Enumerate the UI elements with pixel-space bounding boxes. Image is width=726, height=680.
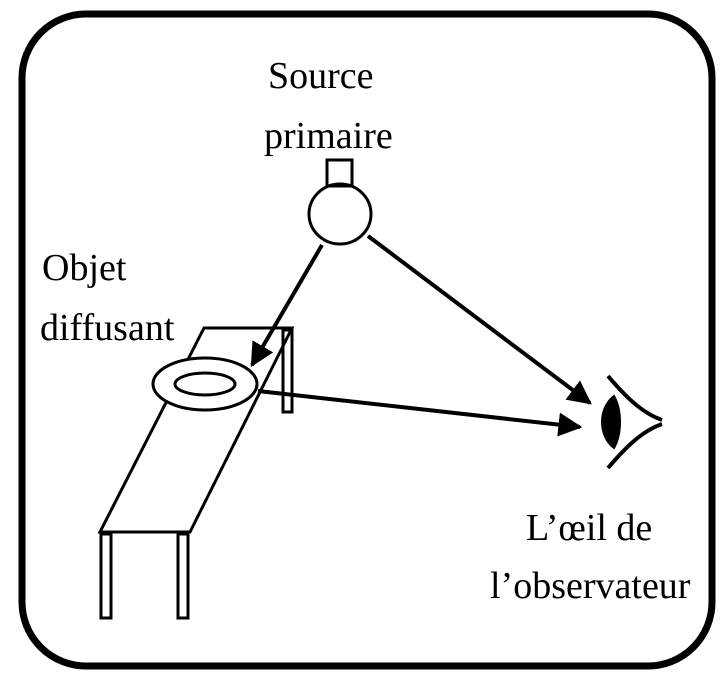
- bulb-socket: [325, 158, 354, 188]
- eye-icon: [601, 374, 663, 470]
- eye-pupil: [601, 394, 621, 450]
- table-leg-front-left: [99, 532, 113, 620]
- diagram-frame: [18, 10, 716, 670]
- label-oeil-line2: l’observateur: [490, 565, 691, 607]
- bulb-globe: [307, 182, 373, 246]
- table-leg-back-right: [281, 328, 294, 414]
- eye-upper-lid: [606, 374, 663, 422]
- ray-source-to-eye: [366, 234, 592, 405]
- label-oeil-line1: L’œil de: [526, 507, 652, 549]
- label-source-line2: primaire: [264, 115, 393, 157]
- table: [97, 326, 295, 620]
- light-bulb-icon: [307, 158, 373, 246]
- table-top: [97, 326, 295, 534]
- ray-source-to-object: [250, 243, 324, 368]
- ring-inner: [173, 371, 237, 397]
- table-leg-front-right: [176, 532, 190, 620]
- eye-lower-lid: [606, 422, 663, 470]
- ring-outer: [151, 356, 259, 412]
- label-objet-line1: Objet: [42, 247, 127, 289]
- diffusing-object: [151, 356, 259, 412]
- label-objet-line2: diffusant: [40, 307, 175, 349]
- ray-object-to-eye: [257, 389, 583, 437]
- label-source-line1: Source: [268, 55, 374, 97]
